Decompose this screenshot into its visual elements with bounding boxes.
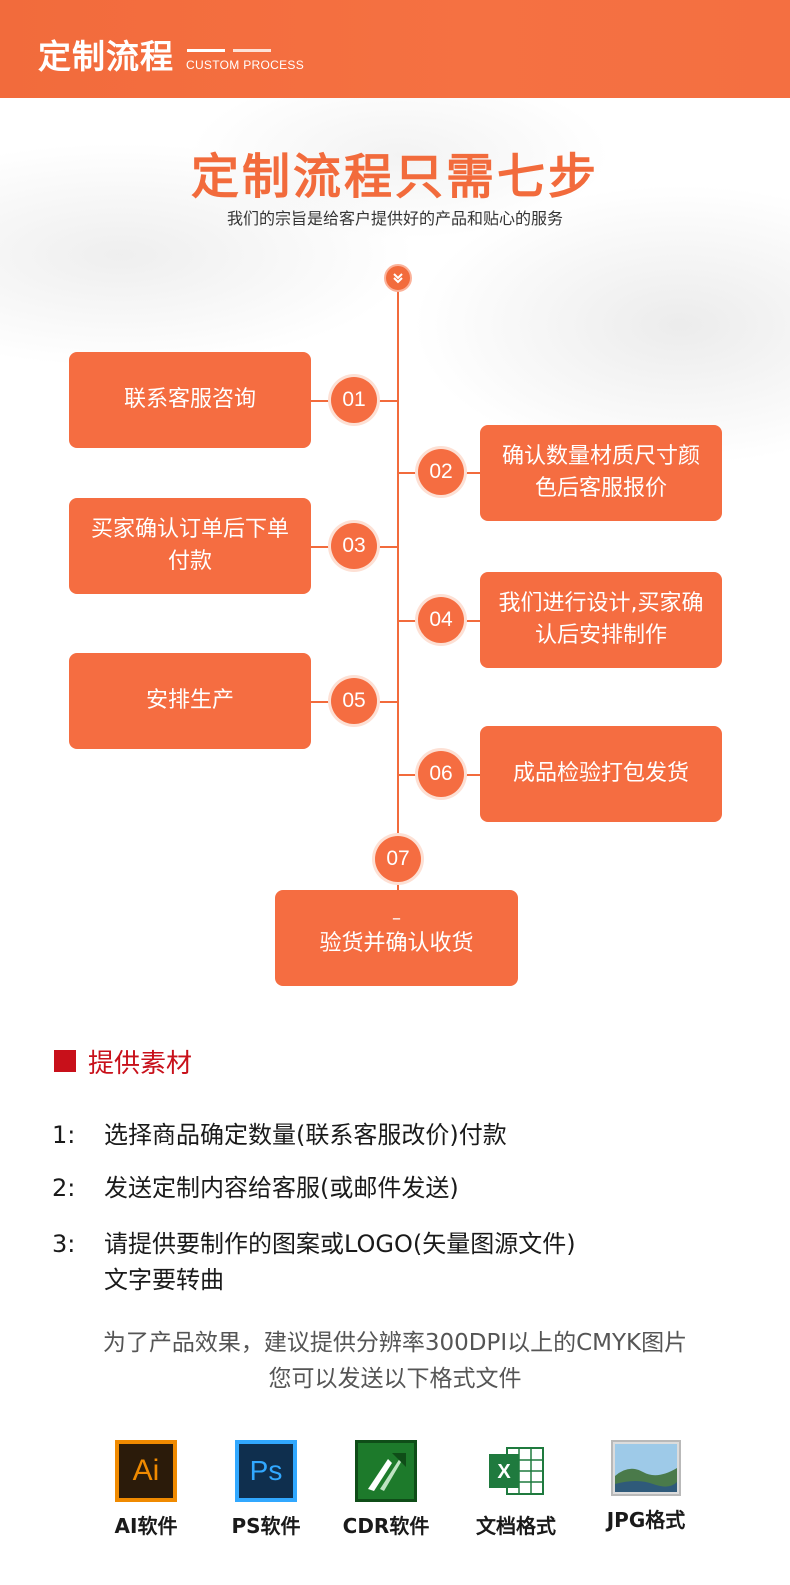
step-box: 我们进行设计,买家确认后安排制作 [480,572,722,668]
ai-icon: Ai [115,1440,177,1502]
header-divider [187,49,225,52]
step-number: 06 [418,751,464,797]
step-text: 联系客服咨询 [123,387,256,412]
svg-text:X: X [497,1461,511,1483]
step-text: 验货并确认收货 [319,931,474,956]
step-box: 确认数量材质尺寸颜色后客服报价 [480,425,722,521]
software-label: AI软件 [114,1514,178,1538]
step-number: 01 [331,377,377,423]
software-item: Ai AI软件 [91,1440,201,1539]
header-band: 定制流程 CUSTOM PROCESS [0,0,790,98]
software-label: PS软件 [231,1514,301,1538]
step-number: 02 [418,449,464,495]
timeline-line [397,290,399,890]
step-dash: – [392,908,401,929]
step-box: 联系客服咨询 [69,352,311,448]
step-number: 03 [331,523,377,569]
step-box: 安排生产 [69,653,311,749]
ps-icon: Ps [235,1440,297,1502]
step-box-final: – 验货并确认收货 [275,890,518,986]
materials-title: 提供素材 [88,1048,193,1079]
step-box: 成品检验打包发货 [480,726,722,822]
intro-title: 定制流程只需七步 [190,149,599,205]
step-text: 成品检验打包发货 [512,761,689,786]
material-item-text: 选择商品确定数量(联系客服改价)付款 [104,1121,507,1149]
material-item-text: 文字要转曲 [104,1266,224,1294]
material-item-number: 1: [52,1121,76,1149]
material-item-number: 3: [52,1230,76,1258]
software-label: JPG格式 [606,1508,686,1532]
format-note: 您可以发送以下格式文件 [268,1366,522,1392]
materials-heading: 提供素材 [54,1045,193,1079]
intro-subtitle: 我们的宗旨是给客户提供好的产品和贴心的服务 [226,209,563,228]
header-divider [233,49,271,52]
cdr-icon [355,1440,417,1502]
step-number: 04 [418,597,464,643]
software-item: X 文档格式 [461,1440,571,1539]
step-text: 安排生产 [145,688,234,713]
format-note: 为了产品效果，建议提供分辨率300DPI以上的CMYK图片 [102,1330,688,1356]
chevron-down-icon [384,264,412,292]
software-item: JPG格式 [591,1440,701,1533]
material-item-text: 请提供要制作的图案或LOGO(矢量图源文件) [104,1230,576,1258]
header-subtitle: CUSTOM PROCESS [186,58,304,72]
step-text: 我们进行设计,买家确认后安排制作 [498,591,704,648]
excel-icon: X [485,1440,547,1502]
software-label: 文档格式 [476,1514,556,1538]
software-item: CDR软件 [331,1440,441,1539]
step-number: 07 [375,836,421,882]
step-text: 买家确认订单后下单付款 [90,517,289,574]
step-box: 买家确认订单后下单付款 [69,498,311,594]
step-text: 确认数量材质尺寸颜色后客服报价 [501,444,700,501]
material-item-text: 发送定制内容给客服(或邮件发送) [104,1174,459,1202]
material-item-number: 2: [52,1174,76,1202]
software-label: CDR软件 [342,1514,430,1538]
header-title: 定制流程 [38,37,174,76]
square-icon [54,1050,76,1072]
step-number: 05 [331,678,377,724]
jpg-icon [611,1440,681,1496]
software-item: Ps PS软件 [211,1440,321,1539]
